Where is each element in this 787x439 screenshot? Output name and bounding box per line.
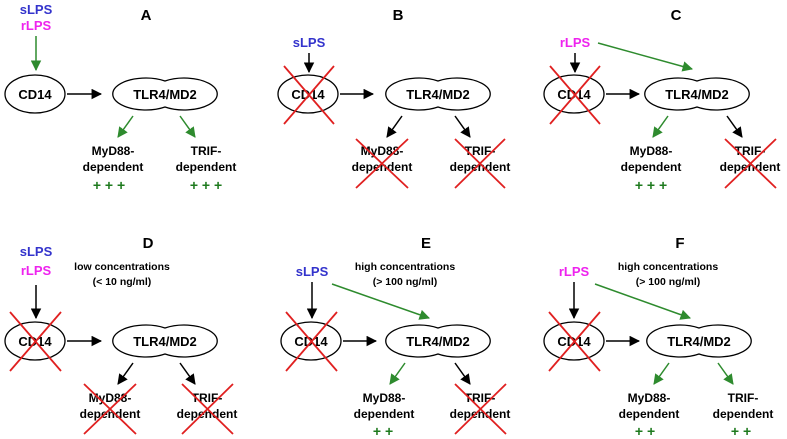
concentration-label-line1: high concentrations — [355, 261, 456, 273]
panel-letter: A — [141, 7, 152, 24]
tlr4-to-trif-arrow — [179, 115, 196, 138]
tlr4-to-myd88-arrow — [386, 115, 403, 138]
trif-label-line2: dependent — [720, 160, 781, 174]
myd88-label-line2: dependent — [619, 407, 680, 421]
cd14-label: CD14 — [18, 87, 52, 102]
tlr4-to-myd88-arrow — [117, 115, 134, 138]
slps-label: sLPS — [296, 264, 329, 279]
myd88-label-line2: dependent — [80, 407, 141, 421]
slps-label: sLPS — [293, 35, 326, 50]
concentration-label-line1: high concentrations — [618, 261, 719, 273]
trif-label-line1: TRIF- — [735, 144, 766, 158]
panel-letter: B — [393, 7, 404, 24]
lps-to-tlr4-direct-arrow — [594, 283, 691, 320]
concentration-label-line2: (> 100 ng/ml) — [636, 276, 700, 288]
tlr4-md2-double-ellipse — [644, 77, 750, 111]
tlr4-to-myd88-arrow — [653, 362, 670, 385]
rlps-label: rLPS — [21, 263, 52, 278]
tlr4-to-myd88-arrow — [389, 362, 406, 385]
rlps-label: rLPS — [559, 264, 590, 279]
myd88-activity-plus: + + + — [635, 177, 667, 193]
trif-label-line1: TRIF- — [191, 144, 222, 158]
tlr4-to-trif-arrow — [179, 362, 196, 385]
tlr4-md2-double-ellipse — [112, 324, 218, 358]
trif-activity-plus: + + + — [190, 177, 222, 193]
trif-blocked-cross — [454, 383, 507, 435]
trif-label-line2: dependent — [450, 407, 511, 421]
tlr4-md2-double-ellipse — [385, 324, 491, 358]
trif-blocked-cross — [181, 383, 234, 435]
tlr4-to-trif-arrow — [726, 115, 743, 138]
tlr4-md2-double-ellipse — [385, 77, 491, 111]
panel-c: C rLPS CD14 TLR4/MD2 MyD88- dependent TR… — [543, 7, 781, 193]
myd88-label-line1: MyD88- — [630, 144, 673, 158]
myd88-activity-plus: + + — [635, 423, 655, 439]
panel-d: D sLPS rLPS low concentrations (< 10 ng/… — [4, 235, 238, 435]
trif-label-line2: dependent — [176, 160, 237, 174]
trif-label-line1: TRIF- — [728, 391, 759, 405]
tlr4-to-trif-arrow — [454, 362, 471, 385]
concentration-label-line2: (< 10 ng/ml) — [93, 276, 152, 288]
rlps-label: rLPS — [560, 35, 591, 50]
trif-blocked-cross — [454, 138, 506, 189]
cd14-blocked-cross — [549, 65, 601, 125]
myd88-label-line2: dependent — [83, 160, 144, 174]
tlr4-to-myd88-arrow — [652, 115, 669, 138]
tlr4-md2-label: TLR4/MD2 — [406, 334, 470, 349]
lps-to-tlr4-direct-arrow — [597, 42, 694, 72]
cd14-blocked-cross — [283, 65, 335, 125]
panel-letter: E — [421, 235, 431, 252]
rlps-label: rLPS — [21, 18, 52, 33]
cd14-blocked-cross — [548, 311, 601, 372]
panel-letter: D — [143, 235, 154, 252]
trif-blocked-cross — [724, 138, 777, 189]
myd88-blocked-cross — [83, 383, 137, 435]
slps-label: sLPS — [20, 2, 53, 17]
panel-b: B sLPS CD14 TLR4/MD2 MyD88- dependent TR… — [277, 7, 511, 189]
myd88-label-line2: dependent — [354, 407, 415, 421]
panel-letter: F — [675, 235, 684, 252]
tlr4-md2-label: TLR4/MD2 — [133, 87, 197, 102]
myd88-label-line1: MyD88- — [89, 391, 132, 405]
myd88-activity-plus: + + — [373, 423, 393, 439]
tlr4-md2-label: TLR4/MD2 — [667, 334, 731, 349]
trif-label-line2: dependent — [713, 407, 774, 421]
myd88-activity-plus: + + + — [93, 177, 125, 193]
cd14-ellipse — [4, 74, 66, 114]
trif-activity-plus: + + — [731, 423, 751, 439]
myd88-label-line1: MyD88- — [628, 391, 671, 405]
myd88-label-line1: MyD88- — [361, 144, 404, 158]
cd14-blocked-cross — [9, 311, 62, 372]
panel-e: E sLPS high concentrations (> 100 ng/ml)… — [280, 235, 511, 439]
tlr4-md2-label: TLR4/MD2 — [133, 334, 197, 349]
slps-label: sLPS — [20, 244, 53, 259]
tlr4-md2-label: TLR4/MD2 — [406, 87, 470, 102]
tlr4-to-trif-arrow — [454, 115, 471, 138]
lps-to-tlr4-direct-arrow — [331, 283, 430, 320]
tlr4-to-myd88-arrow — [117, 362, 134, 385]
panel-letter: C — [671, 7, 682, 24]
tlr4-to-trif-arrow — [717, 362, 734, 385]
tlr4-md2-double-ellipse — [112, 77, 218, 111]
myd88-label-line2: dependent — [621, 160, 682, 174]
tlr4-md2-label: TLR4/MD2 — [665, 87, 729, 102]
concentration-label-line2: (> 100 ng/ml) — [373, 276, 437, 288]
myd88-label-line2: dependent — [352, 160, 413, 174]
concentration-label-line1: low concentrations — [74, 261, 170, 273]
myd88-label-line1: MyD88- — [363, 391, 406, 405]
myd88-blocked-cross — [355, 138, 409, 189]
trif-label-line2: dependent — [450, 160, 511, 174]
trif-label-line1: TRIF- — [465, 144, 496, 158]
tlr4-md2-double-ellipse — [646, 324, 752, 358]
trif-label-line2: dependent — [177, 407, 238, 421]
panel-f: F rLPS high concentrations (> 100 ng/ml)… — [543, 235, 774, 439]
cd14-blocked-cross — [285, 311, 338, 372]
panel-a: A sLPS rLPS CD14 TLR4/MD2 MyD88- depende… — [4, 2, 237, 193]
myd88-label-line1: MyD88- — [92, 144, 135, 158]
